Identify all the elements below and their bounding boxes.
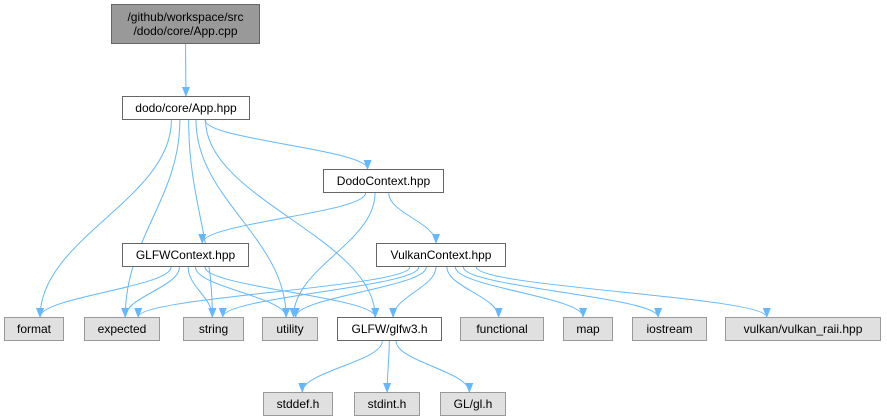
- node-label: stddef.h: [276, 397, 320, 411]
- node-glfw3[interactable]: GLFW/glfw3.h: [337, 317, 442, 341]
- node-label: VulkanContext.hpp: [390, 248, 492, 262]
- node-label: functional: [476, 322, 528, 336]
- node-stdint[interactable]: stdint.h: [354, 392, 420, 416]
- edge-app_hpp-to-format: [36, 119, 172, 318]
- edge-app_hpp-to-expected: [121, 119, 181, 318]
- node-iostream[interactable]: iostream: [632, 317, 707, 341]
- edge-glfwcontext-to-utility: [194, 266, 291, 318]
- edge-glfw3-to-gl: [395, 340, 474, 393]
- edge-vulkancontext-to-map: [454, 266, 588, 318]
- edge-glfw3-to-stddef: [298, 340, 383, 393]
- edges: [36, 43, 771, 393]
- node-label: utility: [276, 322, 304, 336]
- edge-app_hpp-to-string: [188, 119, 217, 318]
- node-glfwcontext[interactable]: GLFWContext.hpp: [122, 243, 249, 267]
- node-label-line: /github/workspace/src: [127, 10, 244, 24]
- node-map[interactable]: map: [563, 317, 613, 341]
- node-label: string: [198, 322, 229, 336]
- node-vulkancontext[interactable]: VulkanContext.hpp: [376, 243, 506, 267]
- node-stddef[interactable]: stddef.h: [263, 392, 333, 416]
- edge-app_hpp-to-dodocontext: [204, 119, 372, 170]
- edge-glfwcontext-to-format: [36, 266, 172, 318]
- edge-dodocontext-to-vulkancontext: [388, 192, 440, 244]
- node-string[interactable]: string: [183, 317, 244, 341]
- node-label-line: /dodo/core/App.cpp: [133, 24, 238, 38]
- node-label: DodoContext.hpp: [336, 174, 431, 188]
- node-utility[interactable]: utility: [262, 317, 318, 341]
- edge-app_hpp-to-utility: [195, 119, 291, 318]
- edge-glfw3-to-stdint: [383, 340, 392, 393]
- node-functional[interactable]: functional: [460, 317, 544, 341]
- edge-vulkancontext-to-string: [218, 266, 420, 318]
- edge-glfwcontext-to-glfw3: [204, 266, 380, 318]
- node-label: map: [576, 322, 600, 336]
- node-expected[interactable]: expected: [84, 317, 160, 341]
- node-format[interactable]: format: [4, 317, 64, 341]
- edge-vulkancontext-to-iostream: [462, 266, 662, 318]
- node-label: dodo/core/App.hpp: [135, 101, 237, 115]
- edge-vulkancontext-to-utility: [291, 266, 427, 318]
- node-label: format: [16, 322, 51, 336]
- edge-glfwcontext-to-string: [187, 266, 217, 318]
- edge-vulkancontext-to-glfw3: [389, 266, 437, 318]
- node-gl[interactable]: GL/gl.h: [440, 392, 506, 416]
- edge-app_hpp-to-glfw3: [205, 119, 380, 318]
- node-label: GL/gl.h: [453, 397, 493, 411]
- node-label: GLFWContext.hpp: [135, 248, 236, 262]
- node-vulkan-raii[interactable]: vulkan/vulkan_raii.hpp: [725, 317, 881, 341]
- edge-dodocontext-to-glfwcontext: [198, 192, 367, 244]
- node-label: iostream: [646, 322, 693, 336]
- edge-dodocontext-to-utility: [289, 192, 376, 318]
- edge-vulkancontext-to-functional: [446, 266, 503, 318]
- node-label: stdint.h: [367, 397, 407, 411]
- node-app-cpp[interactable]: /github/workspace/src /dodo/core/App.cpp: [111, 4, 260, 44]
- node-app-hpp[interactable]: dodo/core/App.hpp: [122, 96, 250, 120]
- node-dodocontext[interactable]: DodoContext.hpp: [323, 169, 444, 193]
- node-label: expected: [97, 322, 147, 336]
- node-label: vulkan/vulkan_raii.hpp: [743, 322, 863, 336]
- edge-vulkancontext-to-vulkan_raii: [475, 266, 771, 318]
- edge-vulkancontext-to-expected: [134, 266, 411, 318]
- edge-glfwcontext-to-expected: [121, 266, 180, 318]
- node-label: GLFW/glfw3.h: [351, 322, 428, 336]
